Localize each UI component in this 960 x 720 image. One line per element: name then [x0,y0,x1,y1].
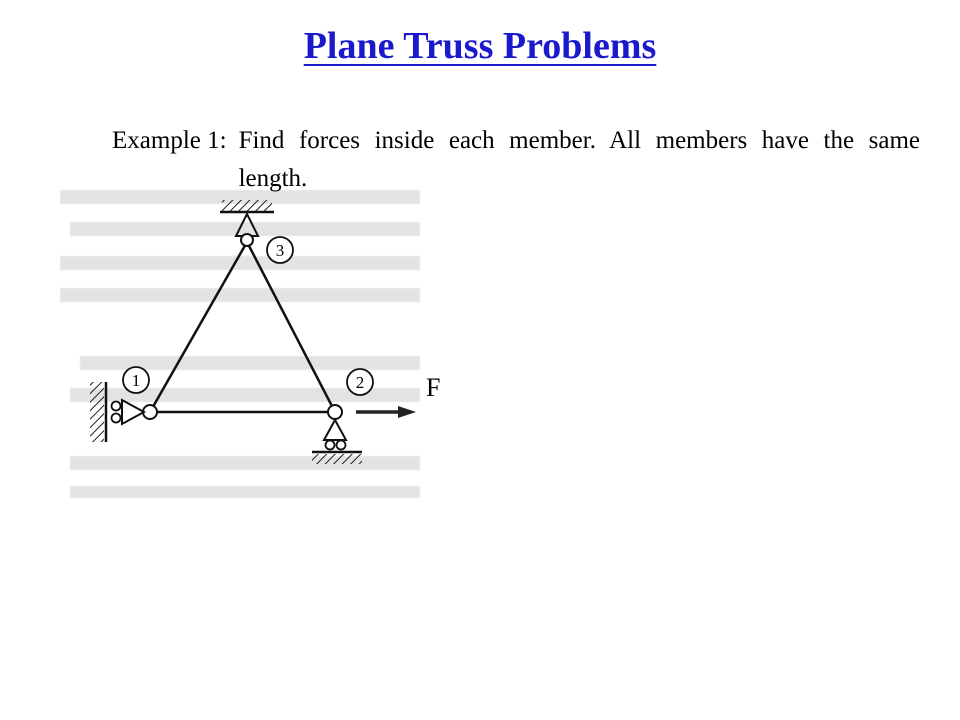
node-marker-2: 2 [346,368,374,396]
joint-3 [240,233,254,247]
faded-scan-background [60,190,420,498]
load-label: F [426,373,441,402]
joint-2 [327,404,343,420]
truss-diagram: 3 1 2 [60,190,420,498]
truss-members [148,241,337,414]
example-label: Example 1: [112,127,227,154]
node-label-2: 2 [356,373,365,392]
truss-figure: 3 1 2 [60,160,440,500]
example-text: Find forces inside each member. All memb… [238,127,920,192]
member-2-3 [245,241,337,413]
node-marker-1: 1 [122,366,150,394]
right-support [312,417,362,464]
member-1-3 [148,241,249,413]
load-arrow [356,406,416,418]
node-marker-3: 3 [266,236,294,264]
node-label-1: 1 [132,371,141,390]
example-problem: Example 1: Find forces inside each membe… [112,122,920,198]
node-label-3: 3 [276,241,285,260]
left-support [90,382,147,442]
page-title: Plane Truss Problems [303,25,657,67]
